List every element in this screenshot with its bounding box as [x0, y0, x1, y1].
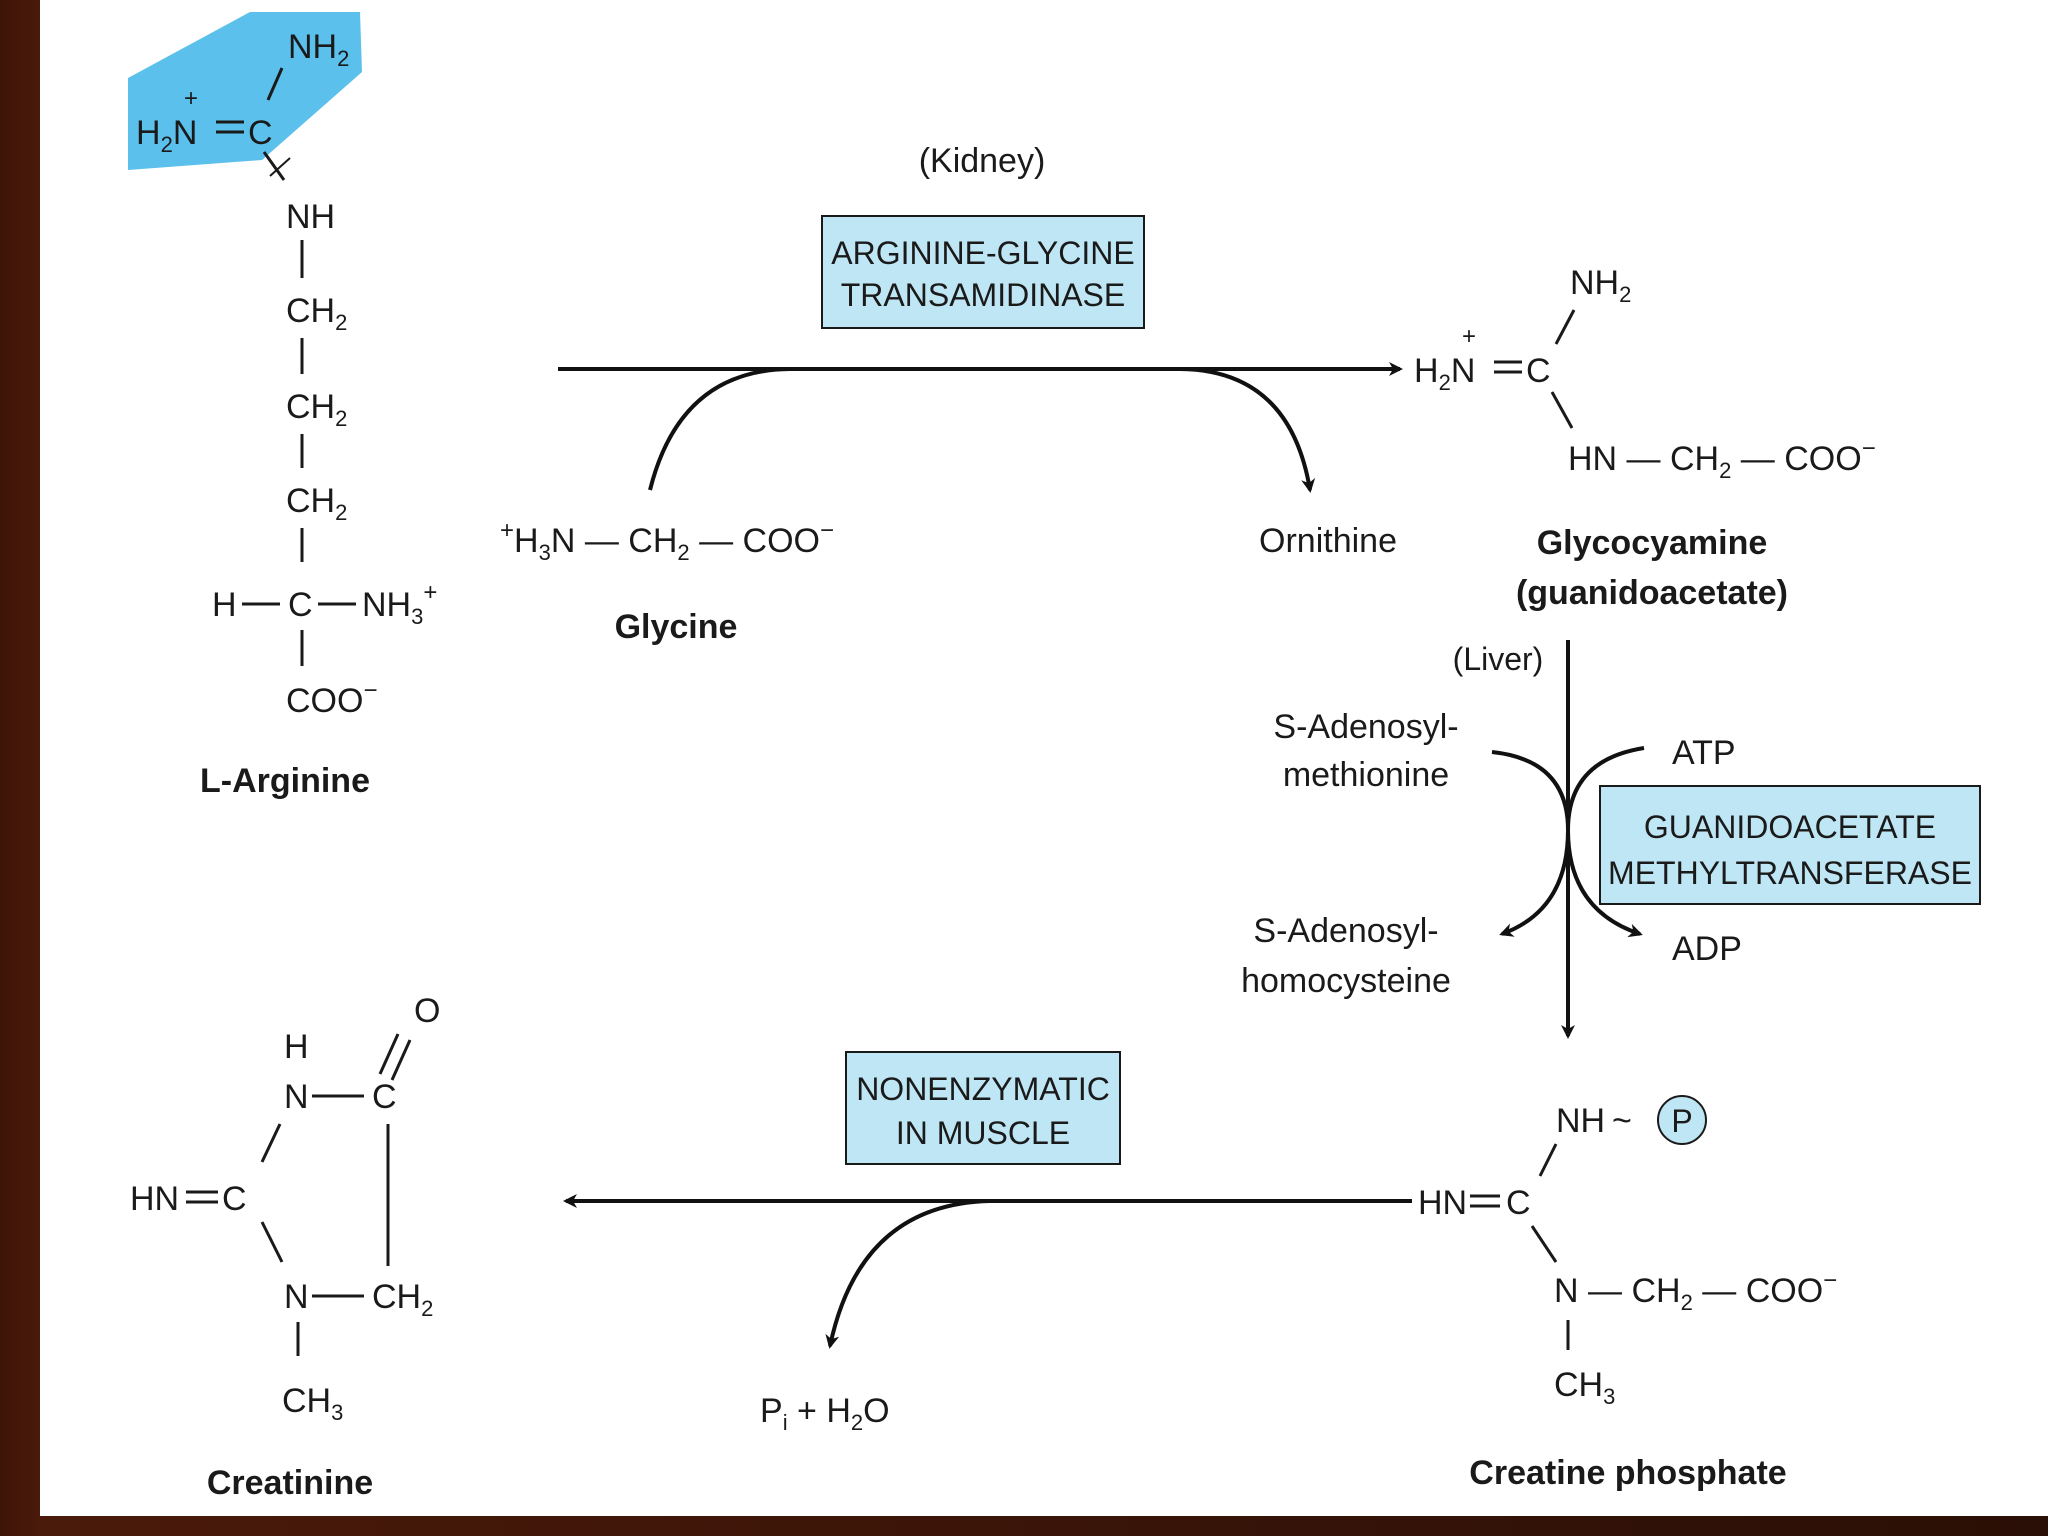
phosphate-circle: [1657, 1095, 1707, 1145]
glycocyamine-structure: NH2 H2N + C HN — CH2 — COO− Glycocyamine…: [1414, 264, 1876, 612]
creatinine-structure: O H N C HN C N CH2 CH3 Creatinine: [130, 992, 440, 1502]
transamidinase-line2: TRANSAMIDINASE: [841, 277, 1125, 313]
adp-label: ADP: [1672, 930, 1742, 968]
creatinine-ch2: CH2: [372, 1278, 433, 1321]
methyltransferase-enzyme-box: GUANIDOACETATE METHYLTRANSFERASE: [1599, 785, 1981, 905]
creatinine-n2: N: [284, 1278, 309, 1316]
creatine-phosphate-name: Creatine phosphate: [1469, 1454, 1786, 1492]
glycocyamine-name: Glycocyamine: [1537, 524, 1768, 562]
sam-line1: S-Adenosyl-: [1273, 708, 1458, 746]
glycocyamine-subname: (guanidoacetate): [1516, 574, 1788, 612]
glycocyamine-nh2: NH2: [1570, 264, 1631, 307]
arginine-h: H: [212, 586, 237, 624]
arginine-h2n: H2N: [136, 114, 197, 157]
cp-c: C: [1506, 1184, 1531, 1222]
arginine-coo: COO−: [286, 677, 377, 720]
creatinine-c1: C: [372, 1078, 397, 1116]
ornithine-label: Ornithine: [1259, 522, 1397, 560]
arginine-nh2: NH2: [288, 28, 349, 71]
glycocyamine-h2n: H2N: [1414, 352, 1475, 395]
pi-h2o-label: Pi + H2O: [760, 1392, 890, 1435]
arginine-ch2-1: CH2: [286, 292, 347, 335]
glycine-formula: +H3N — CH2 — COO−: [500, 517, 834, 565]
arginine-name: L-Arginine: [200, 762, 370, 800]
creatine-phosphate-structure: NH ~ P HN C N — CH2 — COO− CH3 Creatine …: [1418, 1095, 1837, 1492]
cp-nh: NH: [1556, 1102, 1605, 1140]
nonenzymatic-line1: NONENZYMATIC: [856, 1071, 1110, 1107]
arginine-ch2-3: CH2: [286, 482, 347, 525]
sah-line2: homocysteine: [1241, 962, 1451, 1000]
glycocyamine-c: C: [1526, 352, 1551, 390]
glycine-input-curve: [648, 367, 791, 491]
glycocyamine-plus: +: [1462, 323, 1476, 350]
creatinine-h: H: [284, 1028, 309, 1066]
atp-to-adp-curve: [1565, 746, 1645, 938]
sam-to-sah-curve: [1491, 750, 1571, 937]
arginine-nh3: NH3+: [362, 579, 437, 629]
nonenzymatic-line2: IN MUSCLE: [896, 1115, 1070, 1151]
arginine-plus: +: [184, 85, 198, 112]
cp-chain: N — CH2 — COO−: [1554, 1267, 1837, 1315]
glycocyamine-chain: HN — CH2 — COO−: [1568, 435, 1876, 483]
liver-label: (Liver): [1453, 641, 1544, 677]
atp-label: ATP: [1672, 734, 1736, 772]
arginine-alpha-c: C: [288, 586, 313, 624]
creatinine-o: O: [414, 992, 440, 1030]
glycine-name: Glycine: [615, 608, 738, 646]
pi-water-output-curve: [825, 1199, 991, 1349]
creatinine-hn: HN: [130, 1180, 179, 1218]
creatinine-name: Creatinine: [207, 1464, 373, 1502]
transamidinase-enzyme-box: ARGININE-GLYCINE TRANSAMIDINASE: [821, 215, 1145, 329]
creatinine-n1: N: [284, 1078, 309, 1116]
kidney-label: (Kidney): [919, 142, 1046, 180]
sah-line1: S-Adenosyl-: [1253, 912, 1438, 950]
cp-tilde: ~: [1612, 1102, 1632, 1140]
arginine-c: C: [248, 114, 273, 152]
cp-ch3: CH3: [1554, 1366, 1615, 1409]
sam-line2: methionine: [1283, 756, 1449, 794]
cleavage-bond: [262, 151, 286, 181]
ornithine-output-curve: [1179, 367, 1316, 493]
cp-hn: HN: [1418, 1184, 1467, 1222]
phosphate-p: P: [1671, 1103, 1692, 1139]
transamidinase-line1: ARGININE-GLYCINE: [831, 235, 1134, 271]
nonenzymatic-box: NONENZYMATIC IN MUSCLE: [845, 1051, 1121, 1165]
l-arginine-structure: NH2 H2N + C NH CH2 CH2 CH2 H C NH3+ COO−…: [128, 12, 437, 800]
methyltransferase-line2: METHYLTRANSFERASE: [1608, 855, 1972, 891]
arginine-nh: NH: [286, 198, 335, 236]
creatinine-ch3: CH3: [282, 1382, 343, 1425]
arginine-ch2-2: CH2: [286, 388, 347, 431]
creatinine-c2: C: [222, 1180, 247, 1218]
methyltransferase-line1: GUANIDOACETATE: [1644, 809, 1936, 845]
guanidino-highlight: [128, 12, 362, 170]
